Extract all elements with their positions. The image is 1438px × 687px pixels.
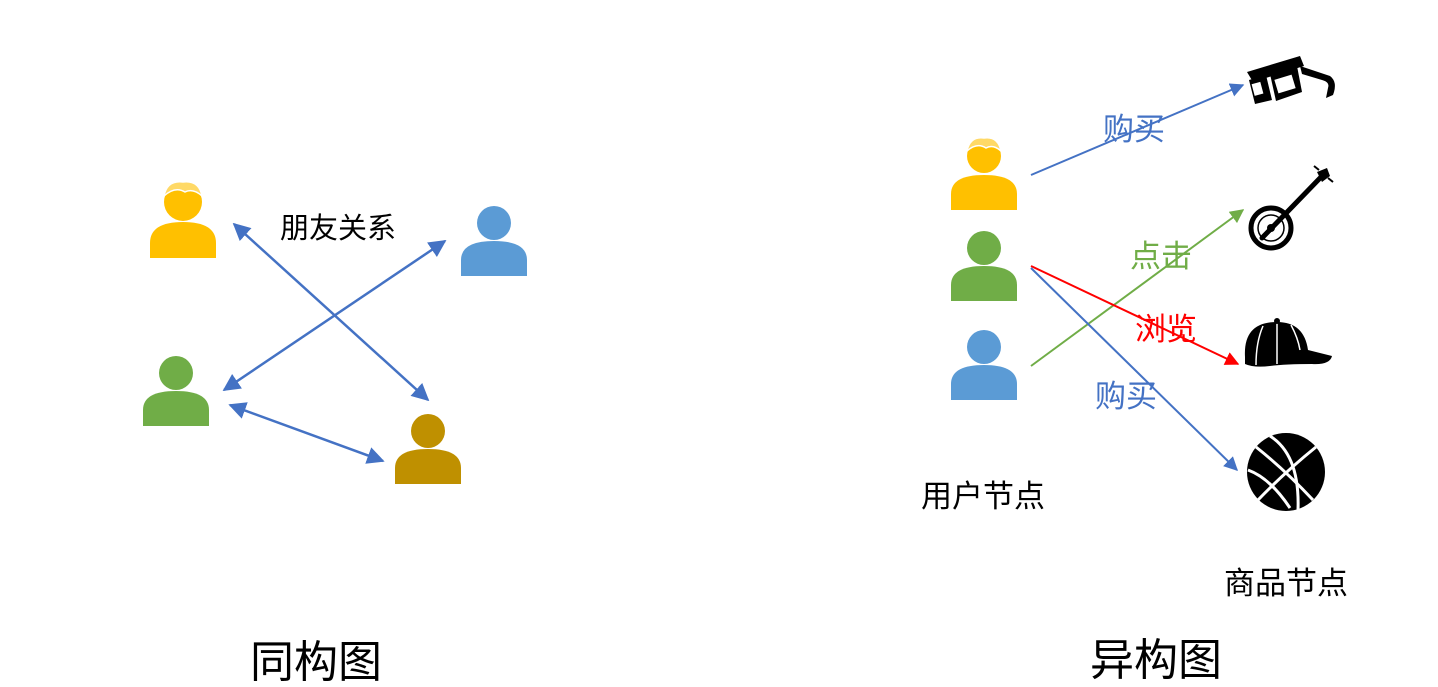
item-nodes-label: 商品节点 xyxy=(1224,566,1348,602)
edge-green-blue xyxy=(222,239,447,392)
basketball-icon xyxy=(1247,433,1325,511)
user-nodes-label: 用户节点 xyxy=(921,479,1045,515)
edge-yellow-glasses xyxy=(1030,83,1245,176)
buy-edge-label-top: 购买 xyxy=(1103,112,1165,148)
browse-edge-label: 浏览 xyxy=(1135,312,1197,348)
click-edge-label: 点击 xyxy=(1130,239,1192,275)
user-yellow-node xyxy=(150,181,216,258)
friendship-edge-label: 朋友关系 xyxy=(280,211,396,245)
homogeneous-graph-title: 同构图 xyxy=(250,637,382,687)
user-blue-node xyxy=(951,330,1017,400)
baseball-cap-icon xyxy=(1244,318,1332,367)
edge-yellow-gold xyxy=(232,222,430,402)
edge-green-gold xyxy=(228,402,385,464)
user-yellow-node xyxy=(951,137,1017,210)
user-gold-node xyxy=(395,414,461,484)
heterogeneous-graph-title: 异构图 xyxy=(1090,635,1222,686)
user-green-node xyxy=(951,231,1017,301)
buy-edge-label-bottom: 购买 xyxy=(1095,379,1157,415)
3d-glasses-icon xyxy=(1247,56,1335,104)
user-green-node xyxy=(143,356,209,426)
edge-green-cap xyxy=(1030,265,1240,365)
user-blue-node xyxy=(461,206,527,276)
edge-blue-banjo xyxy=(1030,209,1245,367)
edge-green-ball xyxy=(1030,267,1238,471)
homogeneous-graph: 朋友关系 同构图 xyxy=(143,181,527,687)
heterogeneous-graph: 购买 点击 浏览 购买 xyxy=(921,56,1348,686)
banjo-icon xyxy=(1248,165,1334,251)
